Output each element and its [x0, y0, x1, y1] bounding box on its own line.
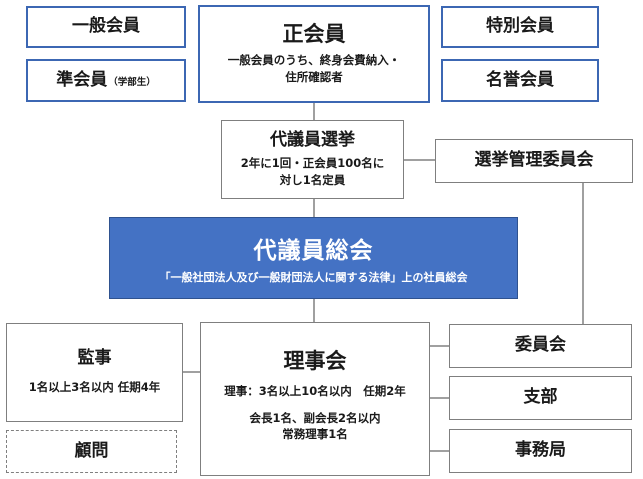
board-box: 理事会 理事：3名以上10名以内 任期2年 会長1名、副会長2名以内 常務理事1…: [200, 322, 430, 476]
board-term: 理事：3名以上10名以内 任期2年: [224, 384, 406, 399]
committees-box: 委員会: [449, 324, 632, 368]
special-member-title: 特別会員: [486, 16, 554, 37]
delegate-election-desc-line2: 対し1名定員: [279, 172, 346, 187]
honorary-member-title: 名誉会員: [486, 69, 554, 90]
board-title: 理事会: [283, 349, 347, 373]
associate-member-title: 準会員: [56, 69, 108, 90]
auditor-box: 監事 1名以上3名以内 任期4年: [6, 323, 183, 422]
delegate-election-box: 代議員選挙 2年に1回・正会員100名に 対し1名定員: [221, 120, 404, 199]
advisor-box: 顧問: [6, 430, 177, 473]
regular-member-box: 正会員 一般会員のうち、終身会費納入・ 住所確認者: [198, 5, 430, 103]
secretariat-box: 事務局: [449, 429, 632, 473]
secretariat-title: 事務局: [515, 440, 566, 461]
auditor-desc: 1名以上3名以内 任期4年: [28, 379, 161, 394]
regular-member-desc-line1: 一般会員のうち、終身会費納入・: [227, 53, 401, 68]
election-committee-box: 選挙管理委員会: [435, 139, 633, 183]
honorary-member-box: 名誉会員: [441, 59, 599, 102]
special-member-box: 特別会員: [441, 6, 599, 48]
general-assembly-box: 代議員総会 「一般社団法人及び一般財団法人に関する法律」上の社員総会: [109, 217, 518, 299]
advisor-title: 顧問: [74, 440, 109, 461]
general-assembly-subtitle: 「一般社団法人及び一般財団法人に関する法律」上の社員総会: [159, 271, 468, 284]
general-assembly-title: 代議員総会: [253, 238, 374, 264]
board-officers-line2: 常務理事1名: [282, 427, 348, 442]
delegate-election-desc-line1: 2年に1回・正会員100名に: [240, 156, 385, 171]
branches-title: 支部: [523, 387, 558, 408]
general-member-box: 一般会員: [26, 6, 186, 48]
election-committee-title: 選挙管理委員会: [474, 150, 594, 171]
general-member-title: 一般会員: [72, 16, 140, 37]
branches-box: 支部: [449, 376, 632, 420]
delegate-election-title: 代議員選挙: [270, 129, 355, 150]
regular-member-desc-line2: 住所確認者: [285, 70, 343, 85]
board-officers-line1: 会長1名、副会長2名以内: [249, 410, 381, 425]
committees-title: 委員会: [515, 335, 566, 356]
regular-member-title: 正会員: [282, 22, 346, 47]
auditor-title: 監事: [77, 348, 112, 369]
associate-member-box: 準会員 （学部生）: [26, 59, 186, 102]
associate-member-note: （学部生）: [108, 76, 156, 88]
